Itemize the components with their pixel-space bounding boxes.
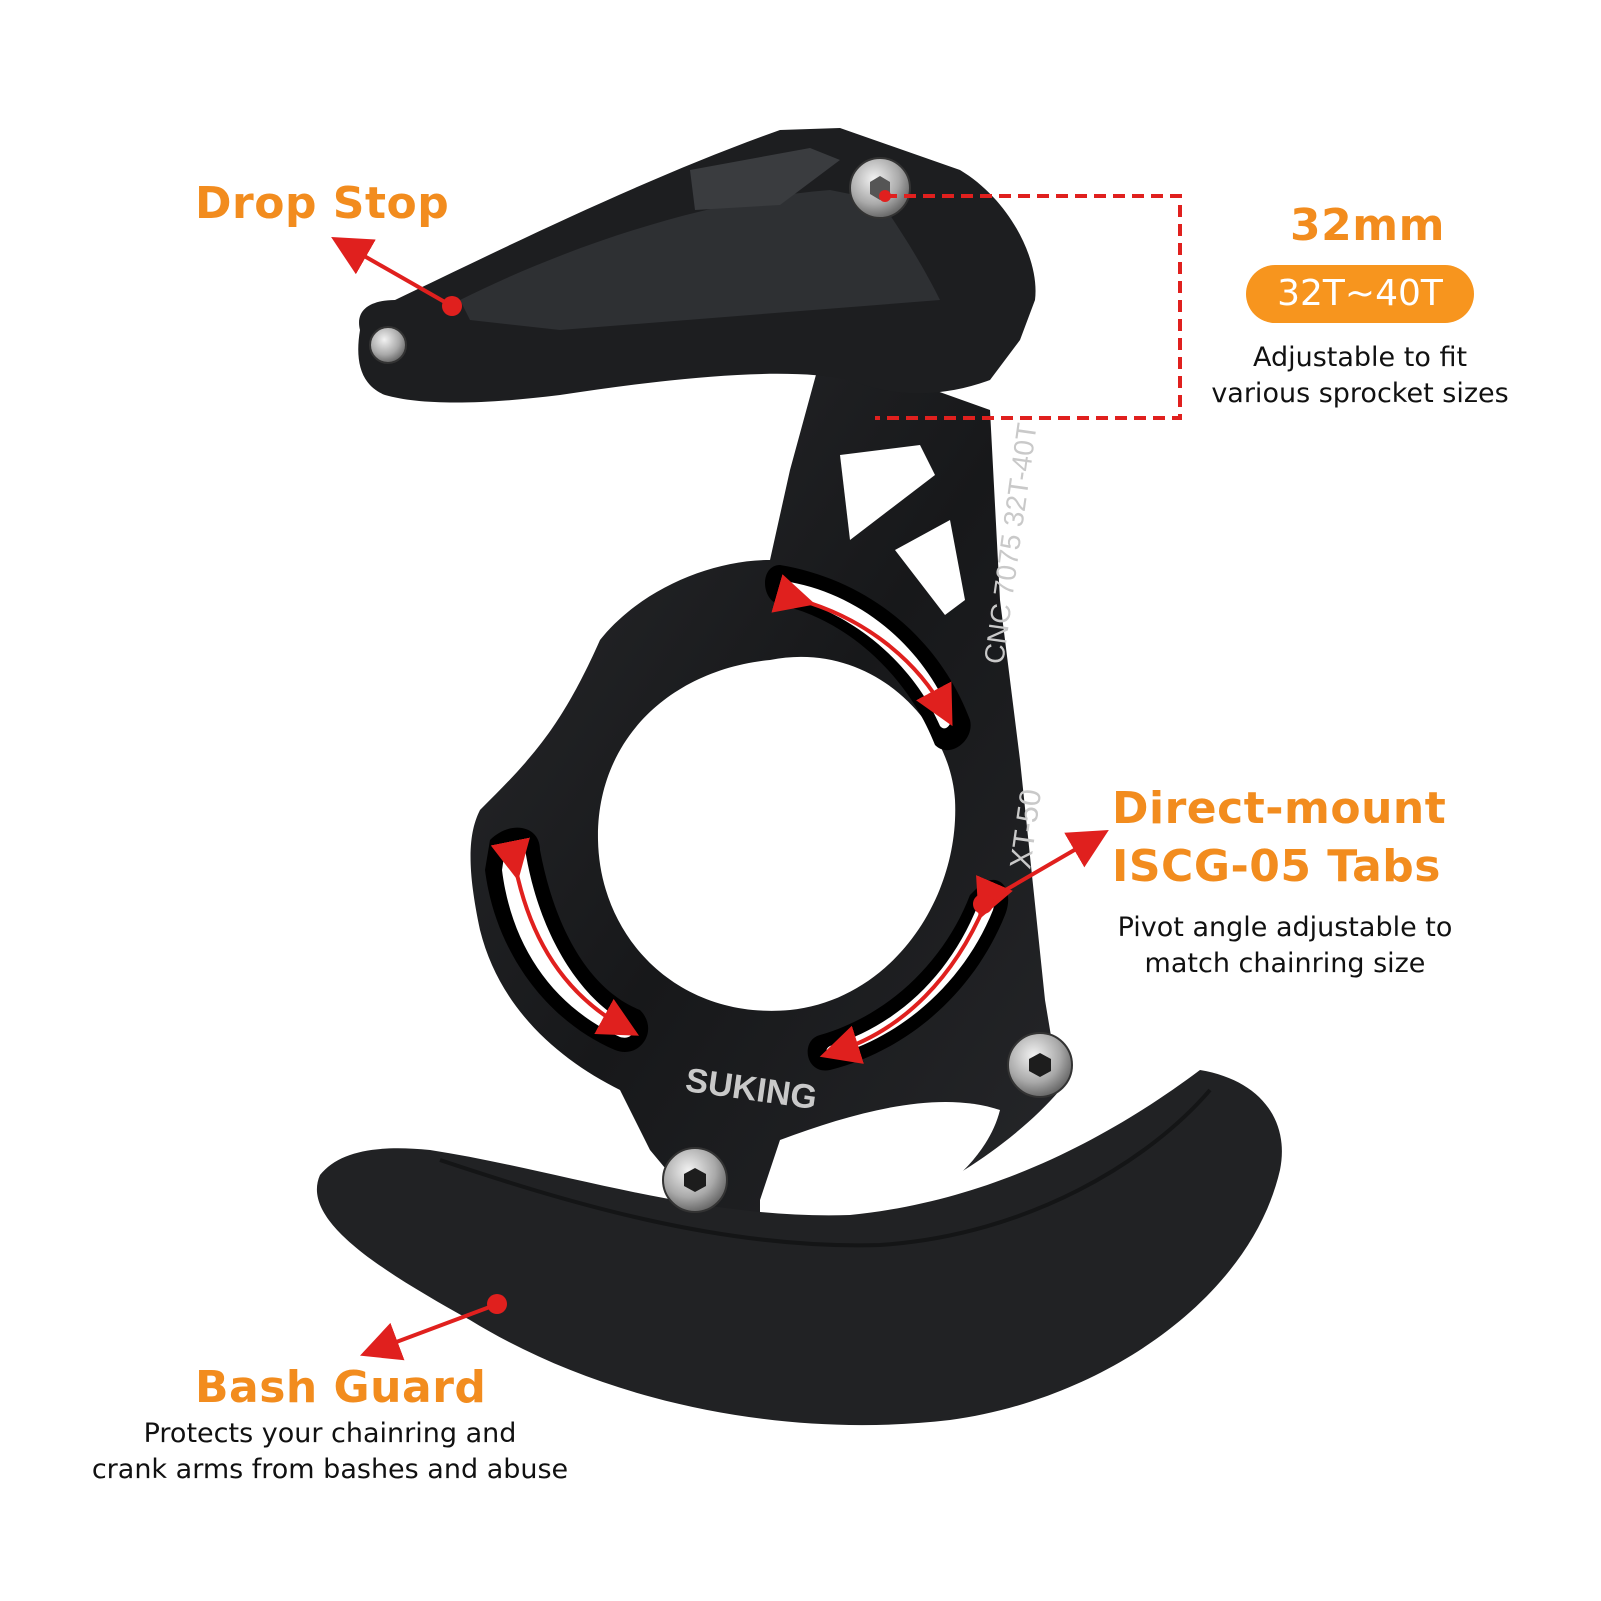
plate-cutout-top <box>840 445 935 540</box>
mount-description: Pivot angle adjustable to match chainrin… <box>1090 910 1480 982</box>
pointer-drop-stop <box>331 237 462 316</box>
bash-guard-shape <box>316 1070 1282 1426</box>
bash-guard-groove <box>439 1088 1212 1248</box>
iscg-slot-left <box>485 827 649 1052</box>
guide-pin <box>369 326 407 364</box>
size-description-line-2: various sprocket sizes <box>1211 378 1509 409</box>
mount-title: Direct-mount ISCG-05 Tabs <box>1112 780 1446 896</box>
drop-stop-window <box>690 148 840 210</box>
size-description: Adjustable to fit various sprocket sizes <box>1180 340 1540 412</box>
drop-stop-title: Drop Stop <box>195 178 450 229</box>
bash-guard-description: Protects your chainring and crank arms f… <box>70 1416 590 1488</box>
pointer-bash-guard <box>360 1294 507 1361</box>
mount-description-line-1: Pivot angle adjustable to <box>1117 912 1453 943</box>
mount-title-line-1: Direct-mount <box>1112 783 1447 834</box>
iscg-slot-upper <box>765 565 971 751</box>
bash-guard-description-line-1: Protects your chainring and <box>143 1418 517 1449</box>
size-title: 32mm <box>1290 200 1445 251</box>
pointer-size-bracket <box>875 190 1182 420</box>
pointer-iscg-tabs <box>973 829 1109 914</box>
bash-guard-description-line-2: crank arms from bashes and abuse <box>91 1454 569 1485</box>
sprocket-range-badge: 32T~40T <box>1246 265 1474 323</box>
bash-guard-title: Bash Guard <box>195 1362 487 1413</box>
drop-stop-slot <box>460 190 940 330</box>
mount-title-line-2: ISCG-05 Tabs <box>1112 841 1441 892</box>
size-description-line-1: Adjustable to fit <box>1252 342 1468 373</box>
mount-description-line-2: match chainring size <box>1144 948 1426 979</box>
plate-cutout-bottom <box>760 1101 1000 1250</box>
